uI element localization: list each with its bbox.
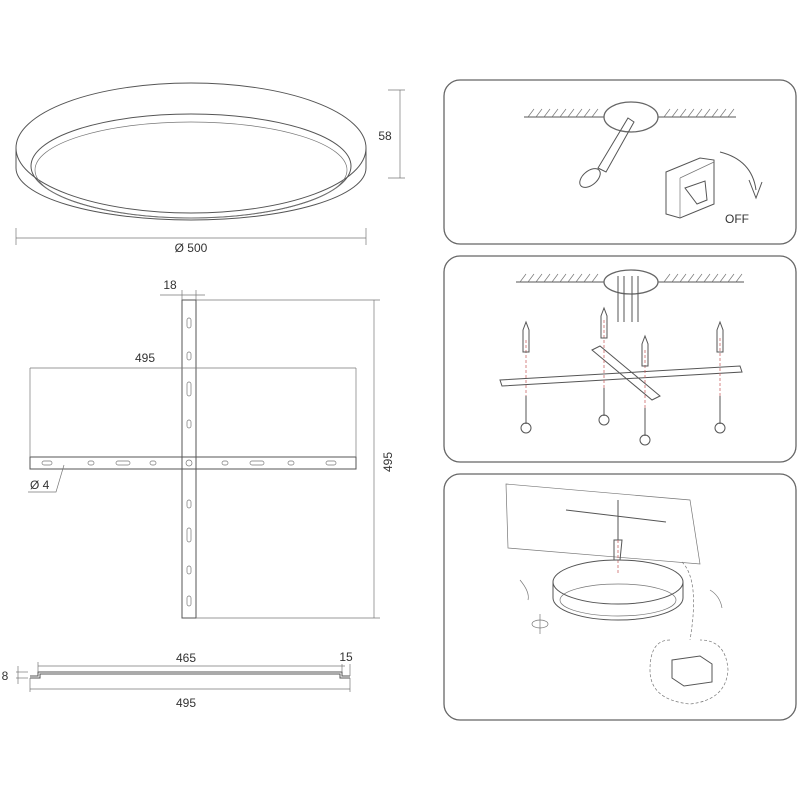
height-label: 58 xyxy=(378,129,392,143)
bracket-width-label: 18 xyxy=(163,278,177,292)
diameter-label: Ø 500 xyxy=(175,241,208,255)
dimension-diameter: Ø 500 xyxy=(15,228,367,255)
dimension-hole: Ø 4 xyxy=(28,464,65,493)
lamp-side-view xyxy=(15,82,367,221)
dimension-arm-length: 495 xyxy=(29,351,357,457)
drill-saw-icon xyxy=(579,117,635,188)
wall-plugs xyxy=(522,306,724,367)
profile-depth-label: 8 xyxy=(2,669,9,683)
dimension-bracket-width: 18 xyxy=(160,278,205,300)
detail-callout xyxy=(649,639,729,705)
lamp-body xyxy=(552,559,684,621)
mounting-bracket xyxy=(29,299,357,619)
arm-length-label: 495 xyxy=(135,351,155,365)
switch-icon xyxy=(665,157,715,219)
profile-inner-label: 465 xyxy=(176,651,196,665)
profile-total-label: 495 xyxy=(176,696,196,710)
screws xyxy=(520,388,726,446)
arrow-icon xyxy=(719,151,757,191)
dimension-height: 58 xyxy=(378,89,405,179)
step-panel-power-off: OFF xyxy=(443,79,797,245)
step-panel-attach-lamp xyxy=(443,473,797,721)
rotate-arrow-icon xyxy=(519,579,529,601)
off-label: OFF xyxy=(725,212,749,226)
hole-label: Ø 4 xyxy=(30,478,50,492)
total-height-label: 495 xyxy=(381,452,395,472)
bracket-profile: 465 15 8 495 xyxy=(2,650,353,710)
profile-end-label: 15 xyxy=(339,650,353,664)
step-panel-mount-bracket xyxy=(443,255,797,463)
dimension-total-height: 495 xyxy=(196,299,395,619)
